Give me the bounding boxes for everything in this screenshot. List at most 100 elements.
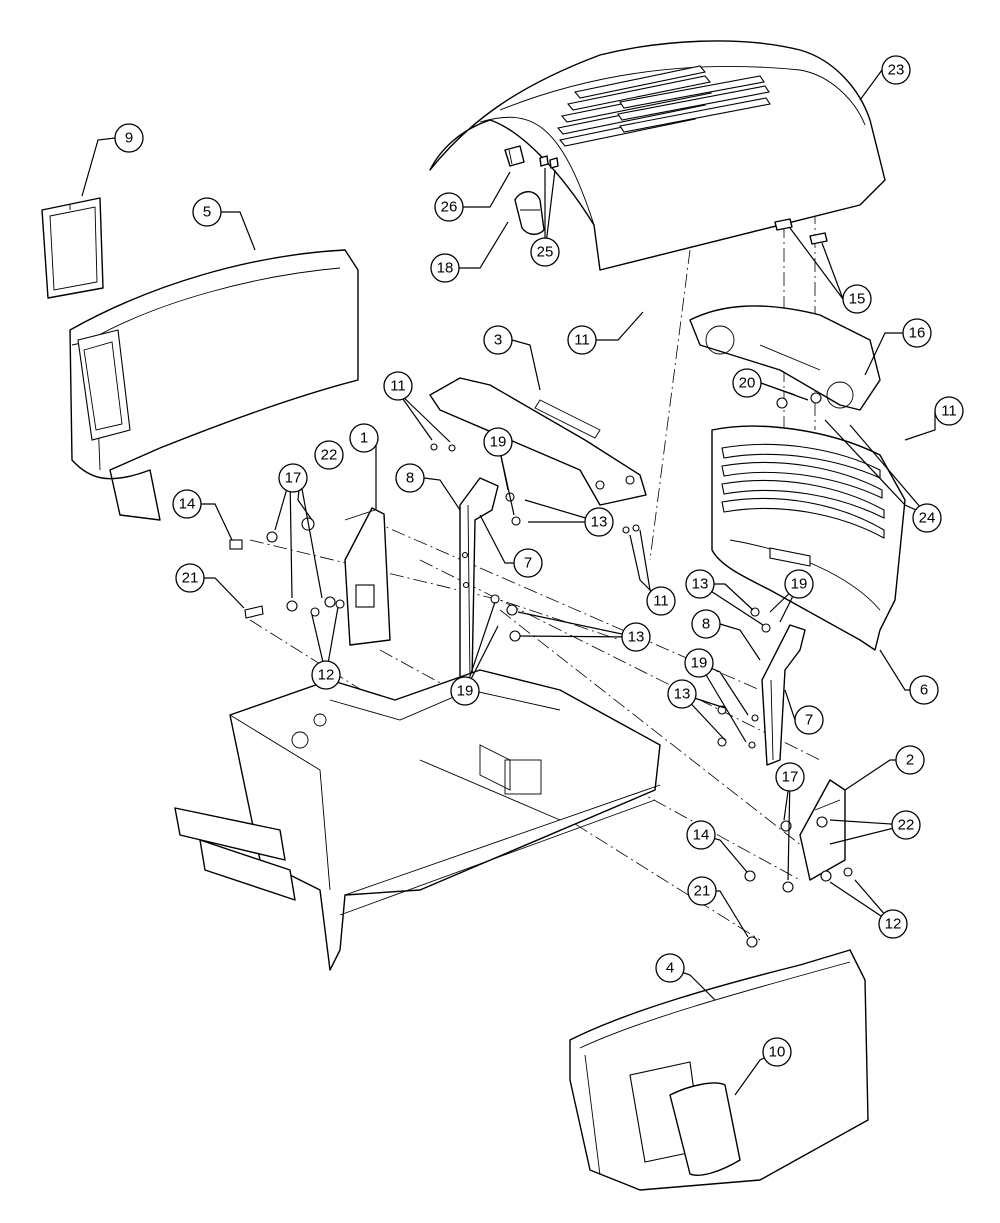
side-bracket-part-1 xyxy=(344,507,391,646)
side-bracket-part-2 xyxy=(799,779,846,881)
callout-10: 10 xyxy=(762,1037,792,1067)
callout-17-right: 17 xyxy=(775,762,805,792)
callout-12-right: 12 xyxy=(878,909,908,939)
callout-23: 23 xyxy=(881,55,911,85)
callout-14-left: 14 xyxy=(172,489,202,519)
svg-text:14: 14 xyxy=(693,827,710,844)
callout-3: 3 xyxy=(483,325,513,355)
svg-text:22: 22 xyxy=(898,817,915,834)
svg-text:12: 12 xyxy=(885,916,902,933)
svg-text:7: 7 xyxy=(524,555,532,572)
callout-7-left: 7 xyxy=(513,548,543,578)
callout-21-right: 21 xyxy=(687,876,717,906)
callout-9: 9 xyxy=(114,123,144,153)
svg-text:1: 1 xyxy=(360,430,368,447)
callout-13-right-lower: 13 xyxy=(667,679,697,709)
svg-text:5: 5 xyxy=(203,204,211,221)
callout-11-lower: 11 xyxy=(646,586,676,616)
callout-26: 26 xyxy=(434,192,464,222)
svg-text:19: 19 xyxy=(457,683,474,700)
callout-1: 1 xyxy=(349,423,379,453)
callout-22-right: 22 xyxy=(891,810,921,840)
callout-18: 18 xyxy=(430,253,460,283)
svg-text:11: 11 xyxy=(390,378,406,395)
svg-text:12: 12 xyxy=(318,667,335,684)
callout-11-top: 11 xyxy=(567,325,597,355)
callout-17-left: 17 xyxy=(278,463,308,493)
svg-text:4: 4 xyxy=(666,960,674,977)
access-cover-part-10 xyxy=(669,1082,741,1176)
bracket-part-18 xyxy=(514,191,545,235)
callout-4: 4 xyxy=(655,953,685,983)
callout-6: 6 xyxy=(909,675,939,705)
callout-22-left: 22 xyxy=(314,440,344,470)
callout-19-upper-left: 19 xyxy=(483,427,513,457)
svg-text:8: 8 xyxy=(406,470,414,487)
svg-text:10: 10 xyxy=(769,1044,786,1061)
svg-text:8: 8 xyxy=(702,616,710,633)
callout-21-left: 21 xyxy=(175,563,205,593)
svg-text:19: 19 xyxy=(490,434,507,451)
svg-text:21: 21 xyxy=(694,883,711,900)
callout-5: 5 xyxy=(192,197,222,227)
callout-25: 25 xyxy=(530,237,560,267)
dash-panel-part-5 xyxy=(69,249,359,521)
callout-8-right: 8 xyxy=(691,609,721,639)
bumper-part-15 xyxy=(774,218,828,245)
callout-2: 2 xyxy=(895,745,925,775)
svg-text:13: 13 xyxy=(692,576,709,593)
callout-13-upper-left: 13 xyxy=(584,507,614,537)
hardware-fasteners xyxy=(229,392,853,948)
svg-text:17: 17 xyxy=(782,769,799,786)
callout-11-right: 11 xyxy=(934,396,964,426)
svg-text:11: 11 xyxy=(653,593,669,610)
svg-text:16: 16 xyxy=(909,325,926,342)
callout-19-right-upper: 19 xyxy=(784,569,814,599)
svg-text:23: 23 xyxy=(888,62,905,79)
svg-text:7: 7 xyxy=(805,712,813,729)
callout-12-left: 12 xyxy=(311,660,341,690)
svg-text:20: 20 xyxy=(739,375,756,392)
callout-24: 24 xyxy=(912,503,942,533)
callout-8-left: 8 xyxy=(395,463,425,493)
svg-text:11: 11 xyxy=(941,403,957,420)
callout-11-left: 11 xyxy=(383,371,413,401)
callout-14-right: 14 xyxy=(686,820,716,850)
svg-text:3: 3 xyxy=(494,332,502,349)
svg-text:9: 9 xyxy=(125,130,133,147)
svg-text:11: 11 xyxy=(574,332,590,349)
svg-text:6: 6 xyxy=(920,682,928,699)
svg-text:14: 14 xyxy=(179,496,196,513)
svg-text:19: 19 xyxy=(791,576,808,593)
callout-19-right-lower: 19 xyxy=(684,648,714,678)
callout-20: 20 xyxy=(732,368,762,398)
hood-top-part-23 xyxy=(429,40,886,271)
svg-text:2: 2 xyxy=(906,752,914,769)
front-grille-part-6 xyxy=(711,425,906,651)
svg-text:26: 26 xyxy=(441,199,458,216)
svg-text:19: 19 xyxy=(691,655,708,672)
callout-7-right: 7 xyxy=(794,705,824,735)
headlight-bracket-part-16 xyxy=(689,305,881,411)
callout-15: 15 xyxy=(842,284,872,314)
svg-text:22: 22 xyxy=(321,447,338,464)
callout-balloons: 23 9 26 5 25 18 15 11 3 16 11 20 11 1 22… xyxy=(114,55,964,1067)
svg-text:15: 15 xyxy=(849,291,866,308)
svg-text:13: 13 xyxy=(674,686,691,703)
svg-text:17: 17 xyxy=(285,470,302,487)
hood-bracket-left-part-8-7 xyxy=(459,477,499,686)
svg-text:13: 13 xyxy=(628,629,645,646)
svg-text:25: 25 xyxy=(537,244,554,261)
callout-13-lower-left: 13 xyxy=(621,622,651,652)
tractor-frame xyxy=(174,669,661,971)
svg-text:13: 13 xyxy=(591,514,608,531)
cross-bracket-part-3 xyxy=(429,377,647,506)
svg-text:18: 18 xyxy=(437,260,454,277)
grille-insert-part-9 xyxy=(41,197,104,299)
clip-part-25 xyxy=(539,155,559,169)
callout-13-right-upper: 13 xyxy=(685,569,715,599)
latch-clip-part-26 xyxy=(504,145,525,167)
callout-16: 16 xyxy=(902,318,932,348)
svg-text:24: 24 xyxy=(919,510,936,527)
